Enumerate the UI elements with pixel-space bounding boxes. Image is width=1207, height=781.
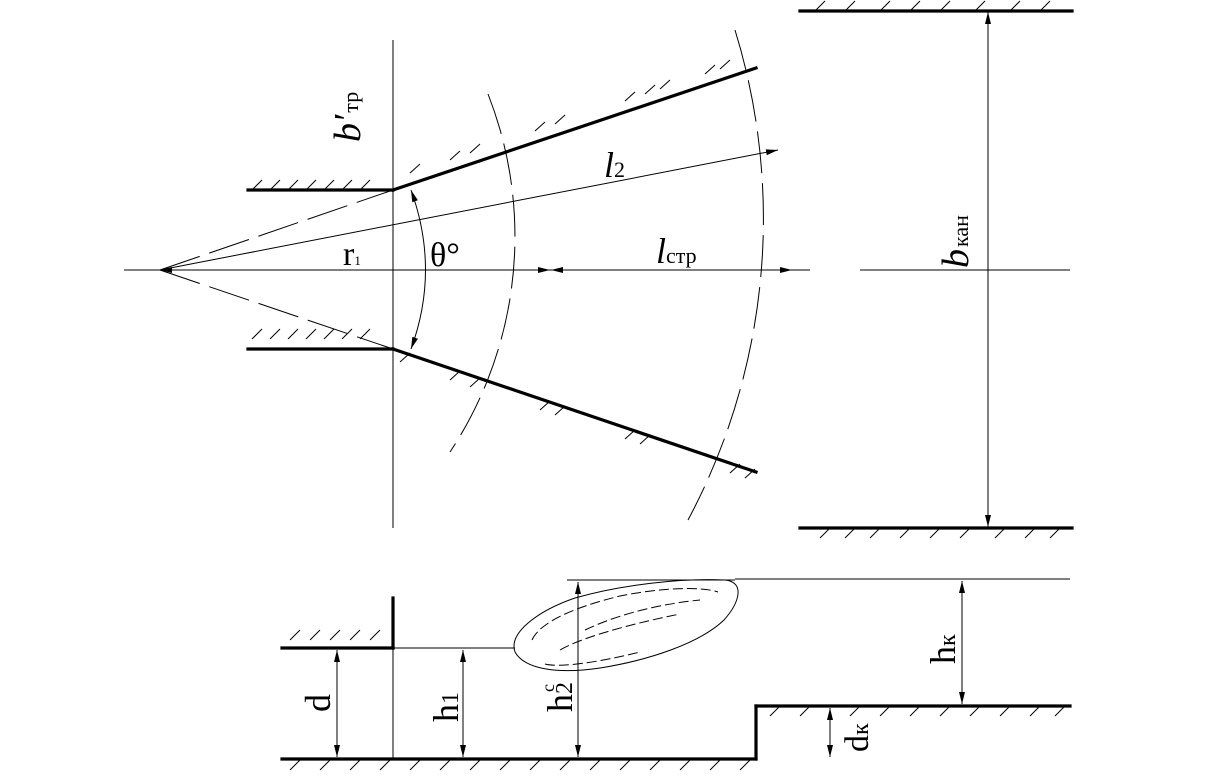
label-dk: dк [839,723,876,752]
pipe-bottom-hatch [289,629,381,641]
arc-l2-boundary [687,29,764,521]
inlet-upper-wall-hatch [251,179,371,191]
diffuser-upper-wall [390,65,759,193]
label-b-kan: bкан [935,215,977,268]
label-h1: h1 [426,692,466,722]
label-h2c: h2c [538,682,580,712]
label-r1: r1 [343,236,361,273]
section-view: d h1 h2c hк dк [280,578,1072,771]
diffuser-upper-wall-hatch [409,59,731,174]
roller-swirl-lines [531,588,719,666]
hydraulic-jump-roller [513,579,739,672]
apex-extension-upper [159,189,394,271]
label-l2: l2 [604,145,625,185]
channel-lower-wall-hatch [819,527,1061,539]
inlet-lower-wall-hatch [251,328,371,340]
channel-upper-wall-hatch [814,0,1051,12]
diffuser-lower-wall [390,346,759,475]
label-l-str: lстр [656,231,697,271]
apex-extension-lower [159,269,394,350]
theta-angle-arc [410,189,426,350]
channel-floor-hatch [769,705,1066,717]
label-d: d [298,694,338,712]
plan-view: b′тр r1 θ° l2 lстр bкан [124,0,1074,539]
label-theta: θ° [430,237,460,274]
label-b-tr: b′тр [327,92,369,142]
label-hk: hк [923,634,963,664]
diffuser-lower-wall-hatch [399,352,756,479]
l2-radius-line [159,149,779,271]
arc-r1-l-boundary [449,93,516,453]
basin-floor-hatch [289,759,751,771]
